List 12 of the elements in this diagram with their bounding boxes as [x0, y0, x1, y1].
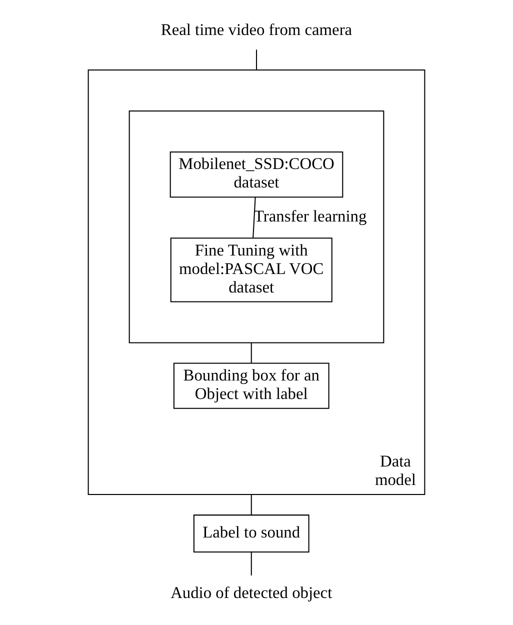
connector [250, 552, 252, 576]
node-box: Label to sound [193, 514, 310, 552]
connector [256, 50, 258, 70]
node-text: Audio of detected object [170, 582, 332, 602]
node-box: Mobilenet_SSD:COCO dataset [170, 151, 344, 198]
node-box: Fine Tuning with model:PASCAL VOC dataset [170, 238, 332, 302]
connector [250, 342, 252, 363]
cluster [128, 110, 384, 344]
connector [250, 494, 252, 515]
node-text: Real time video from camera [160, 20, 352, 39]
node-box: Bounding box for an Object with label [173, 362, 330, 409]
connector [252, 197, 256, 238]
